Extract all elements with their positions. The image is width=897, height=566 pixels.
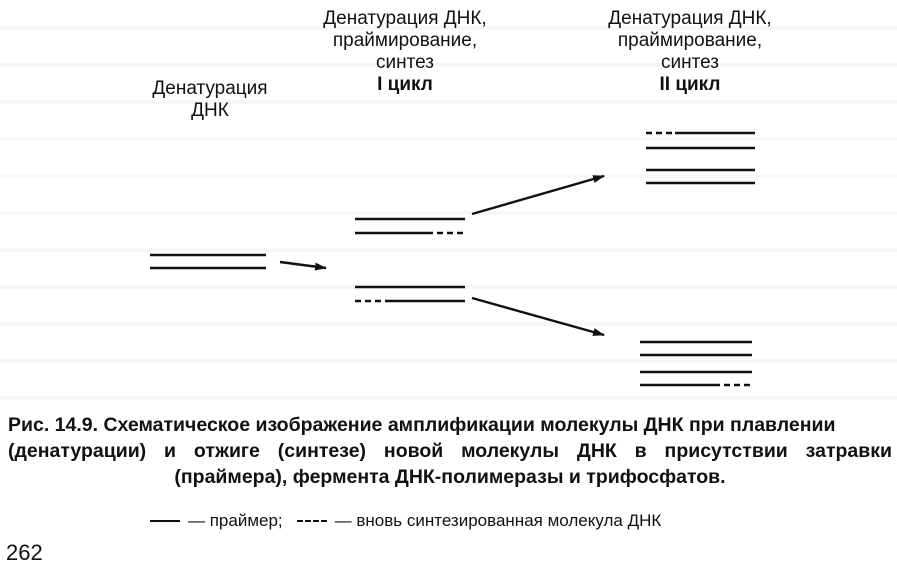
primer-solid-line-icon (150, 520, 180, 522)
stage-0-label: Денатурация ДНК (130, 78, 290, 122)
stage-2-label-line: синтез (661, 52, 719, 73)
caption-line: (праймера), фермента ДНК-полимеразы и тр… (174, 466, 726, 488)
legend-primer-text: — праймер; (188, 511, 283, 530)
arrow-to-cycle-2-lower (471, 296, 605, 337)
page-number: 262 (6, 540, 43, 565)
legend-new-strand-text: — вновь синтезированная молекула ДНК (334, 511, 662, 530)
new-strand-dashed-line-icon (296, 520, 327, 522)
stage-2-label-line: Денатурация ДНК, (608, 8, 772, 29)
stage-0-label-line: Денатурация (152, 78, 268, 99)
stage-2-label: Денатурация ДНК, праймирование, синтез I… (590, 8, 790, 96)
arrow-to-cycle-2-upper (471, 174, 605, 216)
stage-2-label-line: праймирование, (617, 30, 763, 51)
figure-caption: Рис. 14.9. Схематическое изображение амп… (8, 412, 892, 490)
stage-1-cycle-label: I цикл (377, 74, 433, 95)
pcr-diagram (150, 131, 755, 387)
stage-1-label-line: Денатурация ДНК, (323, 8, 487, 29)
caption-line: (денатурации) и отжиге (синтезе) новой м… (8, 440, 892, 462)
stage-1-label: Денатурация ДНК, праймирование, синтез I… (305, 8, 505, 96)
figure-legend: — праймер; — вновь синтезированная молек… (150, 510, 661, 532)
arrow-to-cycle-1 (279, 260, 327, 271)
stage-1-label-line: синтез (376, 52, 434, 73)
stage-1-label-line: праймирование, (332, 30, 478, 51)
stage-0-label-line: ДНК (191, 100, 229, 121)
stage-2-cycle-label: II цикл (659, 74, 721, 95)
caption-line: Рис. 14.9. Схематическое изображение амп… (8, 414, 836, 436)
